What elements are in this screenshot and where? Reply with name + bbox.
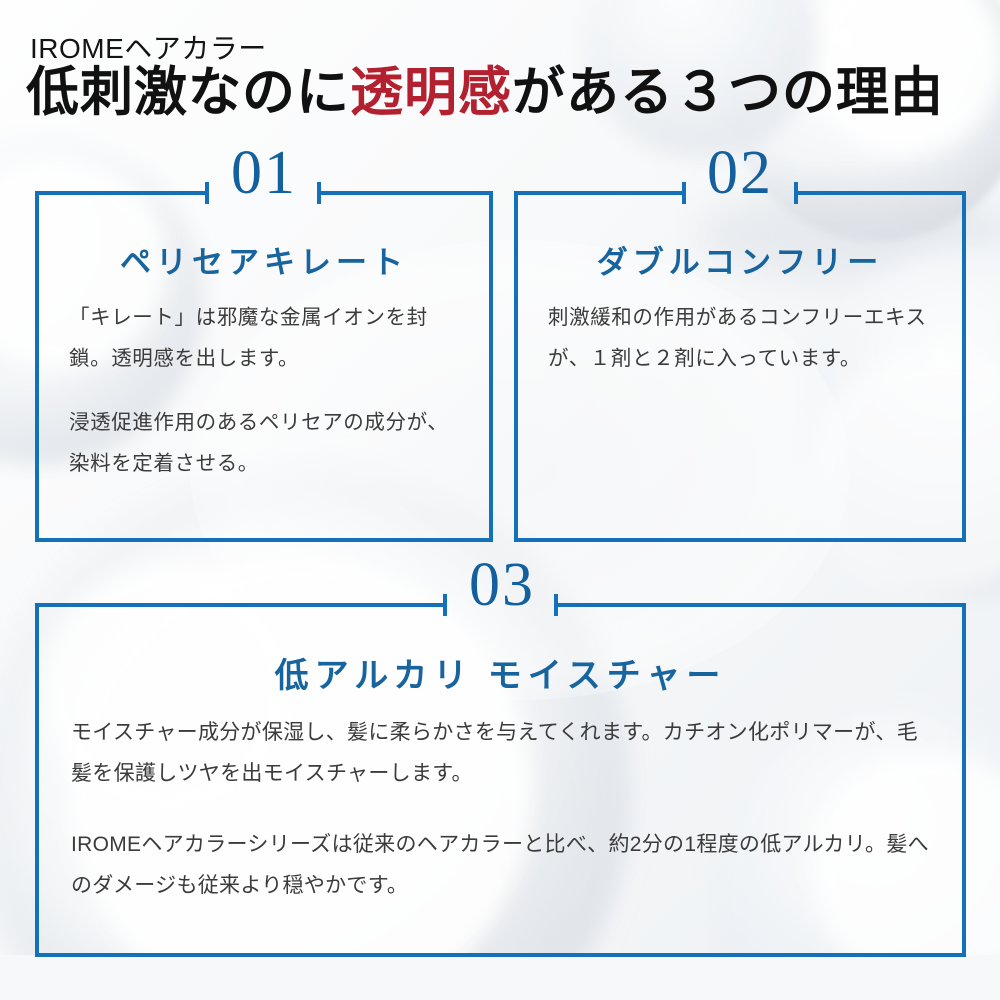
panel-body: 「キレート」は邪魔な金属イオンを封鎖。透明感を出します。 浸透促進作用のあるペリ… xyxy=(69,297,467,484)
rule-tick-left-icon xyxy=(205,182,209,204)
panel-rule-right xyxy=(794,182,966,204)
panel-paragraph: 刺激緩和の作用があるコンフリーエキスが、１剤と２剤に入っています。 xyxy=(548,306,927,370)
rule-tick-right-icon xyxy=(554,594,558,616)
brand-label: IROMEヘアカラー xyxy=(30,33,267,64)
panel-body: 刺激緩和の作用があるコンフリーエキスが、１剤と２剤に入っています。 xyxy=(548,297,940,379)
rule-tick-right-icon xyxy=(317,182,321,204)
rule-tick-left-icon xyxy=(443,594,447,616)
page-title-pre: 低刺激なのに xyxy=(26,64,350,122)
panel-title: 低アルカリ モイスチャー xyxy=(274,658,727,695)
panel-rule-left xyxy=(514,182,686,204)
rule-tick-left-icon xyxy=(682,182,686,204)
panel-frame xyxy=(35,191,493,542)
reason-panel-02: 02 ダブルコンフリー 刺激緩和の作用があるコンフリーエキスが、１剤と２剤に入っ… xyxy=(514,142,966,542)
reason-panel-03: 03 低アルカリ モイスチャー モイスチャー成分が保湿し、髪に柔らかさを与えてく… xyxy=(35,554,966,957)
panel-rule-right xyxy=(554,594,966,616)
reason-panel-01: 01 ペリセアキレート 「キレート」は邪魔な金属イオンを封鎖。透明感を出します。… xyxy=(35,142,493,542)
page-title-highlight: 透明感 xyxy=(350,64,512,122)
panel-body: モイスチャー成分が保湿し、髪に柔らかさを与えてくれます。カチオン化ポリマーが、毛… xyxy=(71,713,936,907)
panel-paragraph: 「キレート」は邪魔な金属イオンを封鎖。透明感を出します。 xyxy=(69,306,428,370)
panel-number: 03 xyxy=(469,551,535,619)
panel-rule-left xyxy=(35,182,209,204)
panel-rule-right xyxy=(317,182,493,204)
panel-paragraph: IROMEヘアカラーシリーズは従来のヘアカラーと比べ、約2分の1程度の低アルカリ… xyxy=(71,833,929,898)
rule-tick-right-icon xyxy=(794,182,798,204)
panel-title: ダブルコンフリー xyxy=(596,245,884,280)
panel-paragraph: モイスチャー成分が保湿し、髪に柔らかさを与えてくれます。カチオン化ポリマーが、毛… xyxy=(71,721,918,785)
panel-title: ペリセアキレート xyxy=(120,245,408,280)
page-title-post: がある３つの理由 xyxy=(512,64,944,122)
panel-rule-left xyxy=(35,594,447,616)
panel-frame xyxy=(35,603,966,957)
panel-paragraph: 浸透促進作用のあるペリセアの成分が、染料を定着させる。 xyxy=(69,410,449,475)
panel-number: 01 xyxy=(231,139,297,207)
panel-number: 02 xyxy=(707,139,773,207)
page-title: 低刺激なのに透明感がある３つの理由 xyxy=(26,64,944,122)
panel-frame xyxy=(514,191,966,542)
